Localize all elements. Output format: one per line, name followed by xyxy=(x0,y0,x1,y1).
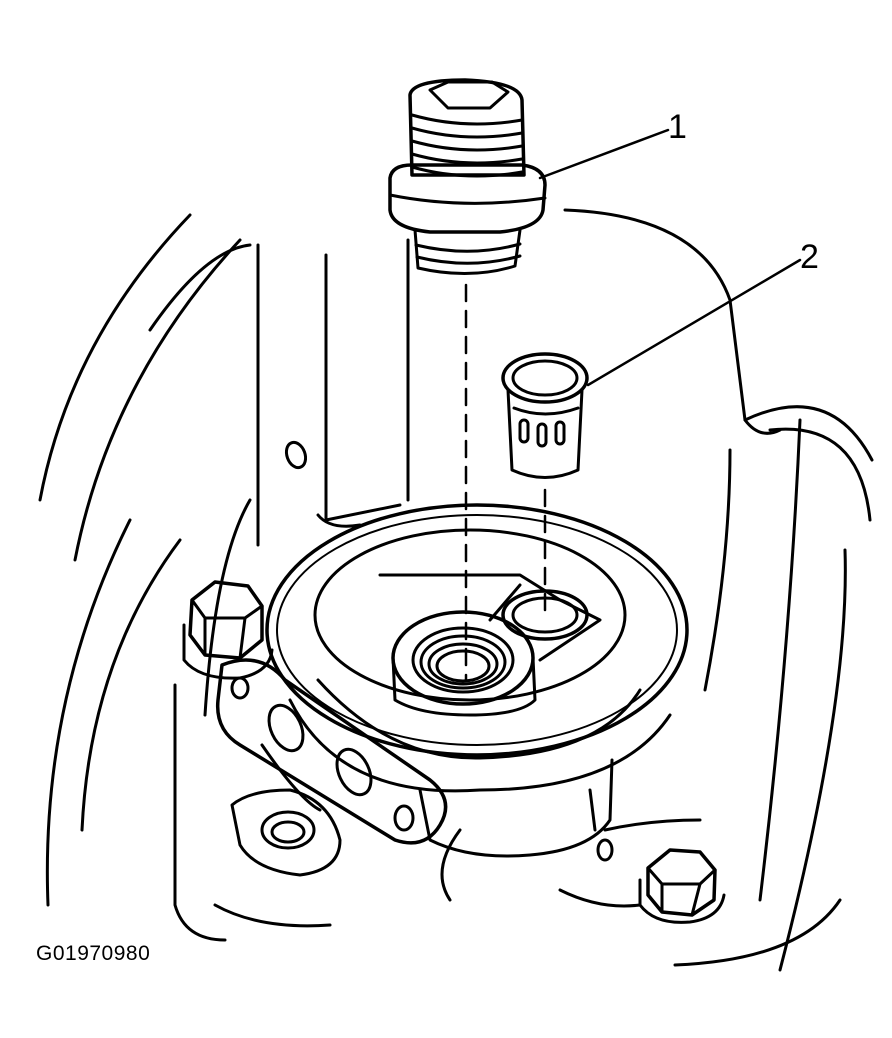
gasket-plate xyxy=(218,660,446,843)
engine-block-outline xyxy=(40,210,872,970)
lower-housing xyxy=(420,760,700,906)
leader-lines xyxy=(540,130,800,385)
alignment-lines xyxy=(466,285,545,680)
threaded-plug xyxy=(390,80,545,274)
mounting-boss xyxy=(232,790,340,875)
adapter-flange xyxy=(267,505,687,791)
figure-id: G01970980 xyxy=(36,942,151,965)
bolt-lower-right xyxy=(640,850,724,922)
callout-label-2: 2 xyxy=(800,238,819,276)
threaded-boss xyxy=(393,612,535,715)
bolt-upper-left xyxy=(184,582,272,678)
bypass-valve xyxy=(503,354,587,478)
callout-label-1: 1 xyxy=(668,108,687,146)
adapter-housing xyxy=(283,240,408,526)
